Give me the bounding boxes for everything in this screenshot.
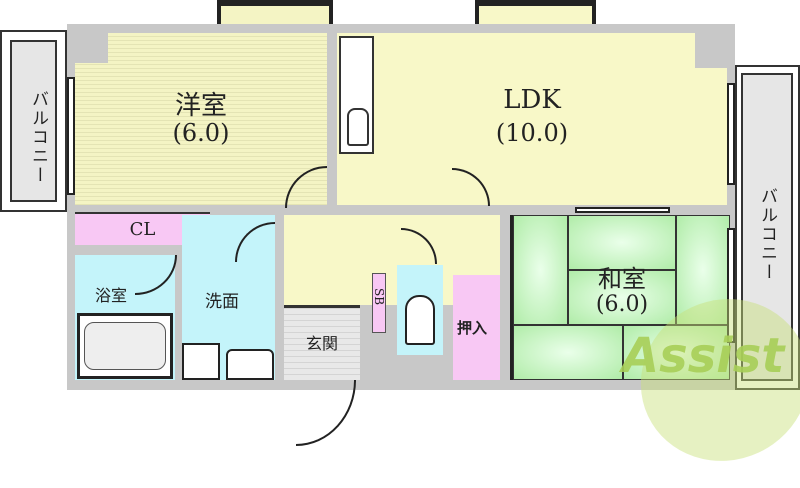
shoe-box-label: SB <box>372 288 386 306</box>
oshiire-label: 押入 <box>457 319 488 337</box>
shoe-box: SB <box>372 273 386 333</box>
floor-plan: バルコニー バルコニー 洋室 (6.0) LDK (10.0) CL 浴室 洗面 <box>0 0 800 446</box>
bathtub-icon <box>77 313 173 379</box>
balcony-left: バルコニー <box>0 30 67 212</box>
window-right-japanese <box>727 228 735 343</box>
window-right-ldk <box>727 83 735 185</box>
kitchen-counter <box>339 36 374 154</box>
window-left <box>67 77 75 195</box>
sliding-door-japanese[interactable] <box>575 207 670 213</box>
japanese-room-size: (6.0) <box>595 292 649 317</box>
japanese-room-name: 和室 <box>598 265 646 293</box>
entrance-label: 玄関 <box>305 334 338 353</box>
washroom-label: 洗面 <box>205 292 239 312</box>
entrance: 玄関 <box>284 305 360 380</box>
ldk-room: LDK (10.0) <box>337 33 727 205</box>
balcony-right: バルコニー <box>735 65 800 390</box>
western-room-size: (6.0) <box>172 119 230 147</box>
japanese-room: 和室 (6.0) <box>510 215 730 380</box>
ldk-name: LDK <box>503 85 561 115</box>
entrance-door[interactable] <box>296 380 356 446</box>
vanity-sink-icon <box>226 349 274 380</box>
western-room: 洋室 (6.0) <box>75 33 327 205</box>
balcony-left-label: バルコニー <box>28 90 48 185</box>
western-room-name: 洋室 <box>174 91 227 121</box>
bathroom-label: 浴室 <box>95 286 128 305</box>
window-top-right <box>475 0 596 26</box>
toilet-room <box>397 265 443 355</box>
toilet-icon <box>405 295 435 345</box>
washroom: 洗面 <box>182 215 275 380</box>
oshiire: 押入 <box>453 275 500 380</box>
closet-label: CL <box>129 219 156 240</box>
balcony-right-label: バルコニー <box>757 187 777 282</box>
sink-icon <box>347 108 369 146</box>
washing-machine-icon <box>182 343 220 380</box>
window-top-left <box>217 0 333 26</box>
ldk-size: (10.0) <box>495 119 569 147</box>
bathroom: 浴室 <box>75 255 175 380</box>
